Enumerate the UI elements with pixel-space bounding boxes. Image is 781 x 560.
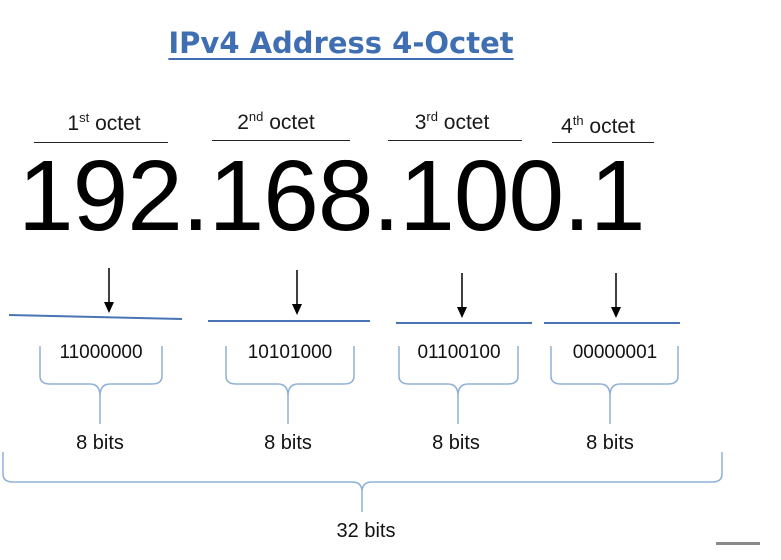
down-arrow-2 — [292, 270, 302, 315]
octet-ordinal-suffix: nd — [248, 109, 264, 124]
divider-line-1 — [8, 314, 183, 320]
octet-word: octet — [95, 112, 141, 135]
octet-label-1: 1st octet — [44, 110, 164, 136]
binary-octet-1: 11000000 — [59, 342, 143, 363]
octet-word: octet — [269, 111, 315, 134]
octet-number: 3 — [414, 111, 427, 134]
down-arrow-1 — [104, 268, 114, 313]
octet-number: 4 — [561, 115, 573, 138]
binary-octet-4: 00000001 — [572, 342, 658, 363]
octet-ordinal-suffix: th — [572, 113, 584, 128]
bits-label-3: 8 bits — [432, 432, 480, 454]
total-bits-label: 32 bits — [336, 520, 396, 542]
ip-address: 192.168.100.1 — [18, 140, 646, 252]
octet-brace-2 — [225, 346, 355, 424]
binary-octet-3: 01100100 — [417, 342, 501, 363]
corner-mark — [716, 542, 760, 545]
diagram-title: IPv4 Address 4-Octet — [168, 26, 514, 60]
octet-label-underline-1 — [34, 142, 168, 143]
octet-brace-1 — [39, 346, 163, 424]
octet-number: 1 — [67, 112, 80, 135]
octet-word: octet — [443, 111, 490, 134]
octet-label-underline-2 — [212, 140, 350, 141]
binary-octet-2: 10101000 — [247, 342, 333, 363]
octet-label-2: 2nd octet — [214, 109, 338, 135]
octet-ordinal-suffix: st — [79, 110, 90, 125]
octet-number: 2 — [237, 111, 249, 134]
octet-label-4: 4th octet — [536, 113, 660, 139]
down-arrow-3 — [457, 273, 467, 318]
octet-word: octet — [589, 115, 635, 138]
bits-label-1: 8 bits — [76, 432, 124, 454]
octet-label-3: 3rd octet — [390, 109, 514, 135]
bits-label-2: 8 bits — [264, 432, 312, 454]
bits-label-4: 8 bits — [586, 432, 634, 454]
octet-brace-4 — [550, 346, 679, 424]
down-arrow-4 — [611, 273, 621, 318]
octet-brace-3 — [398, 346, 519, 424]
octet-ordinal-suffix: rd — [426, 109, 438, 124]
octet-label-underline-3 — [388, 140, 522, 141]
total-brace — [2, 452, 723, 512]
octet-label-underline-4 — [552, 142, 654, 143]
